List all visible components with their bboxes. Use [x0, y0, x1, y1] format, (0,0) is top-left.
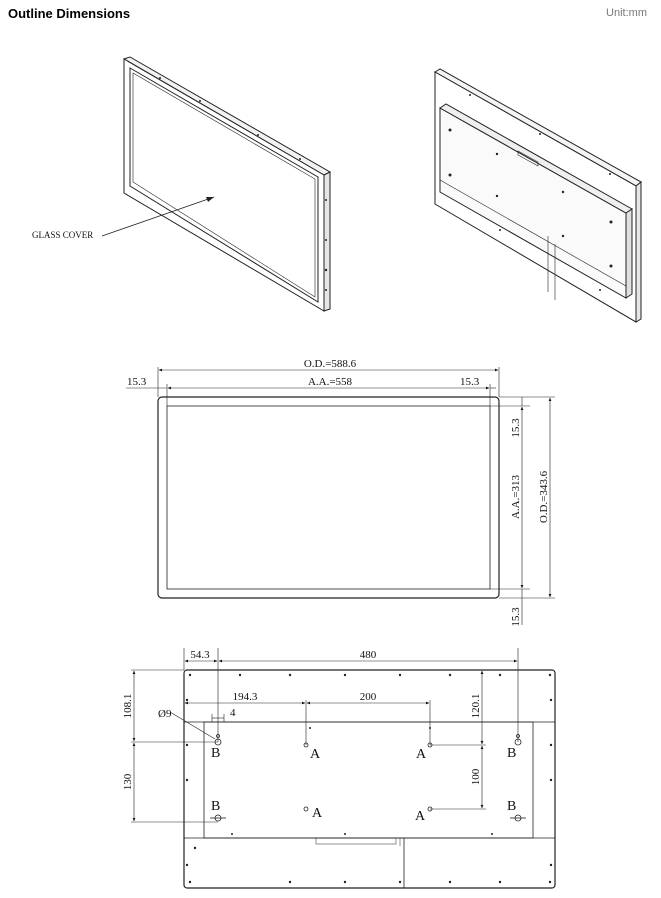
border-right-label: 15.3	[460, 376, 480, 388]
dim-480: 480	[360, 649, 377, 661]
hole-label-a: A	[416, 747, 427, 762]
border-left-label: 15.3	[127, 376, 147, 388]
aa-width-label: A.A.=558	[308, 376, 353, 388]
hole-label-b: B	[507, 799, 516, 814]
aa-height-label: A.A.=313	[510, 474, 522, 519]
od-height-label: O.D.=343.6	[538, 470, 550, 523]
unit-label: Unit:mm	[606, 7, 647, 19]
dim-dia-9: Ø9	[158, 708, 172, 720]
dim-120-1: 120.1	[470, 694, 482, 719]
dim-194-3: 194.3	[233, 691, 258, 703]
hole-label-a: A	[310, 747, 321, 762]
page-title: Outline Dimensions	[8, 6, 131, 21]
front-view	[126, 367, 555, 625]
hole-label-b: B	[507, 746, 516, 761]
hole-label-a: A	[415, 809, 426, 824]
border-top-label: 15.3	[510, 418, 522, 438]
rear-view	[131, 648, 556, 889]
hole-label-a: A	[312, 806, 323, 821]
border-bottom-label: 15.3	[510, 607, 522, 627]
dim-108-1: 108.1	[122, 694, 134, 719]
iso-rear-view	[434, 68, 642, 323]
glass-cover-label: GLASS COVER	[32, 230, 93, 240]
dim-130: 130	[122, 773, 134, 790]
dim-54-3: 54.3	[190, 649, 210, 661]
dim-4: 4	[230, 707, 236, 719]
dim-100: 100	[470, 768, 482, 785]
od-width-label: O.D.=588.6	[304, 358, 357, 370]
hole-label-b: B	[211, 799, 220, 814]
dim-200: 200	[360, 691, 377, 703]
hole-label-b: B	[211, 746, 220, 761]
iso-front-view	[101, 56, 332, 312]
